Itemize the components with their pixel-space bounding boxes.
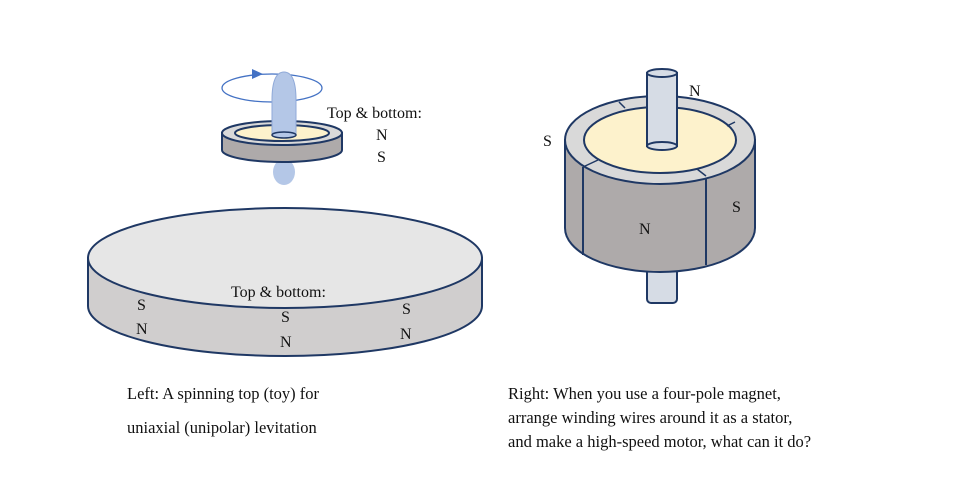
- rotation-arrow-icon: [252, 69, 263, 79]
- right-caption-line-2: arrange winding wires around it as a sta…: [508, 408, 792, 427]
- base-right-top: S: [402, 301, 411, 318]
- four-pole-magnet: [564, 68, 756, 304]
- right-caption-line-1: Right: When you use a four-pole magnet,: [508, 384, 781, 403]
- left-caption-line-2: uniaxial (unipolar) levitation: [127, 418, 317, 437]
- left-caption-line-1: Left: A spinning top (toy) for: [127, 384, 320, 403]
- base-center-bottom: N: [280, 334, 292, 351]
- base-left-top: S: [137, 297, 146, 314]
- spinning-top: [221, 69, 343, 185]
- upper-shaft: [646, 72, 678, 147]
- base-right-bottom: N: [400, 326, 412, 343]
- top-heading: Top & bottom:: [327, 105, 422, 122]
- base-heading: Top & bottom:: [231, 284, 326, 301]
- top-pole-bottom: S: [377, 149, 386, 166]
- base-left-bottom: N: [136, 321, 148, 338]
- base-center-top: S: [281, 309, 290, 326]
- top-pole-top: N: [376, 127, 388, 144]
- pole-right: S: [732, 199, 741, 216]
- pole-left: S: [543, 133, 552, 150]
- pole-back: N: [689, 83, 701, 100]
- spindle: [271, 71, 297, 136]
- pole-front: N: [639, 221, 651, 238]
- base-magnet: [87, 207, 483, 357]
- spindle-bottom-tip: [273, 159, 295, 185]
- right-caption-line-3: and make a high-speed motor, what can it…: [508, 432, 811, 451]
